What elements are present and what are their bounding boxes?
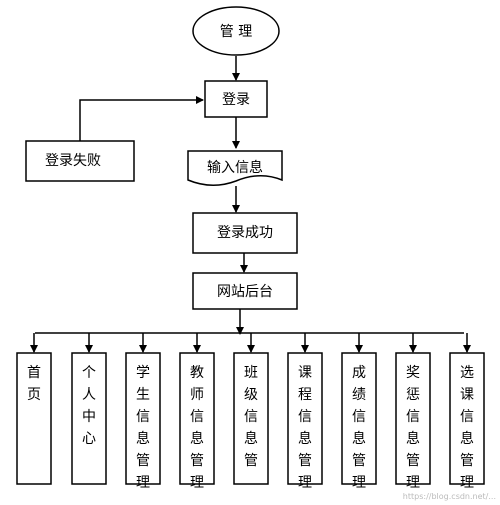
module-char: 管 [190, 453, 204, 469]
module-char: 成 [352, 365, 366, 381]
module-char: 理 [352, 475, 366, 491]
module-box [71, 352, 107, 485]
module-box [16, 352, 52, 485]
login-fail-label: 登录失败 [45, 153, 101, 169]
module-char: 息 [298, 430, 312, 447]
module-char: 管 [136, 453, 150, 469]
module-char: 页 [27, 387, 41, 403]
module-char: 息 [406, 430, 420, 447]
watermark-text: https://blog.csdn.net/... [403, 492, 496, 501]
module-char: 课 [460, 387, 474, 403]
module-char: 息 [352, 430, 366, 447]
module-char: 管 [352, 453, 366, 469]
module-char: 心 [82, 431, 96, 447]
manage-label: 管 理 [220, 24, 252, 40]
site-backend-box [192, 272, 298, 310]
module-char: 个 [82, 365, 96, 381]
module-char: 信 [136, 409, 150, 425]
module-char: 选 [460, 365, 474, 381]
module-char: 信 [460, 409, 474, 425]
module-char: 息 [136, 430, 150, 447]
module-char: 息 [244, 430, 258, 447]
module-char: 信 [406, 409, 420, 425]
manage-ellipse [192, 6, 280, 56]
module-char: 信 [190, 409, 204, 425]
module-char: 理 [190, 475, 204, 491]
module-char: 息 [190, 430, 204, 447]
module-char: 首 [27, 365, 41, 381]
module-char: 息 [460, 430, 474, 447]
arrow-fail-login [79, 96, 204, 141]
module-char: 教 [190, 365, 204, 381]
module-char: 生 [136, 387, 150, 403]
login-fail-box [25, 140, 135, 182]
module-box [125, 352, 161, 485]
module-boxes: 首页个人中心学生信息管理教师信息管理班级信息管课程信息管理成绩信息管理奖惩信息管… [16, 333, 485, 491]
module-char: 管 [460, 453, 474, 469]
module-char: 人 [82, 387, 96, 403]
module-char: 信 [244, 409, 258, 425]
module-char: 管 [244, 453, 258, 469]
module-box [233, 352, 269, 485]
login-label: 登录 [222, 92, 250, 108]
module-char: 管 [298, 453, 312, 469]
module-char: 中 [82, 409, 96, 425]
input-info-box [187, 150, 283, 186]
module-char: 级 [244, 387, 258, 403]
module-char: 信 [298, 409, 312, 425]
module-char: 信 [352, 409, 366, 425]
module-char: 师 [190, 387, 204, 403]
module-box [341, 352, 377, 485]
module-box [449, 352, 485, 485]
module-char: 程 [298, 387, 312, 403]
module-box [287, 352, 323, 485]
module-char: 理 [406, 475, 420, 491]
module-char: 惩 [406, 387, 420, 403]
module-char: 理 [298, 475, 312, 491]
module-box [179, 352, 215, 485]
module-char: 理 [460, 475, 474, 491]
module-box [395, 352, 431, 485]
module-char: 班 [244, 365, 258, 381]
module-char: 奖 [406, 364, 420, 381]
module-char: 学 [136, 365, 150, 381]
module-char: 管 [406, 453, 420, 469]
input-info-label: 输入信息 [207, 159, 263, 176]
module-char: 理 [136, 475, 150, 491]
site-backend-label: 网站后台 [217, 284, 273, 300]
login-box [204, 80, 268, 118]
module-char: 绩 [352, 387, 366, 403]
login-success-box [192, 212, 298, 254]
login-success-label: 登录成功 [217, 225, 273, 241]
module-char: 课 [298, 365, 312, 381]
